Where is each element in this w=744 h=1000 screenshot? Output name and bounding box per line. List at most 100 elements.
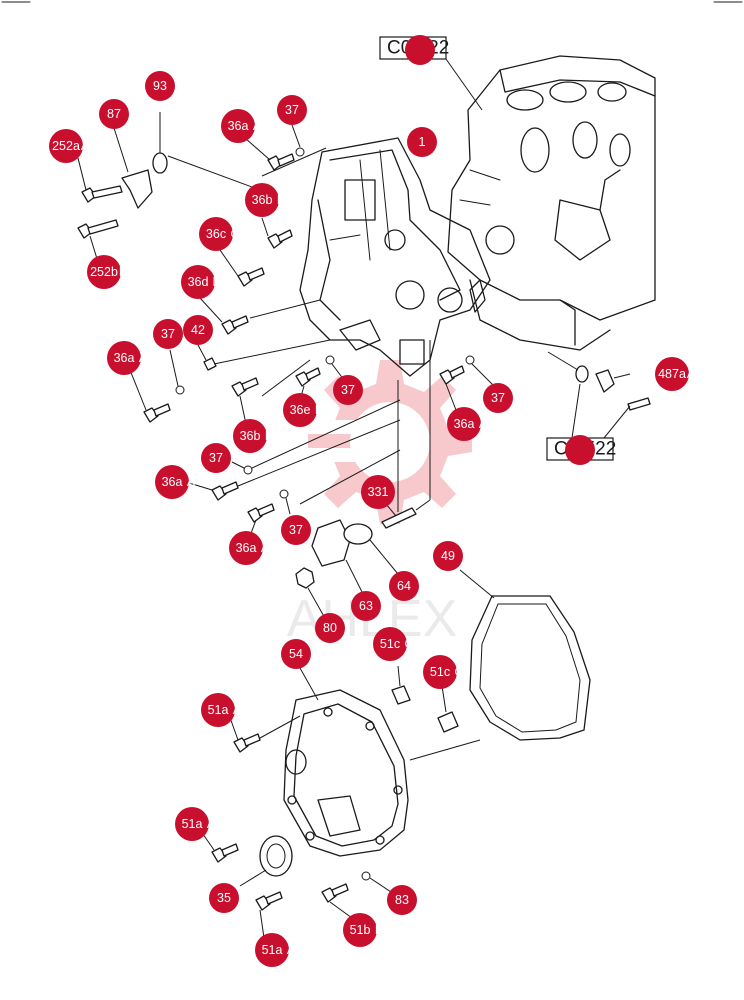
callout-37-b[interactable]: 37: [153, 319, 183, 349]
callout-badge: [277, 95, 307, 125]
callout-suffix: C: [230, 227, 239, 241]
callout-label: 331: [368, 485, 389, 499]
washer-37-right: [465, 355, 475, 365]
callout-badge: [343, 913, 377, 947]
bolt-36a-top: [267, 153, 295, 171]
callout-label: 87: [107, 107, 121, 121]
callout-badge: [387, 885, 417, 915]
callout-label: 51a: [182, 817, 203, 831]
callout-87[interactable]: 87: [99, 99, 129, 129]
callout-badge: [233, 419, 267, 453]
callout-badge: [183, 315, 213, 345]
cover-487a: [595, 369, 615, 393]
ref-badge-c0-522[interactable]: [565, 435, 595, 465]
pin-42: [203, 357, 217, 371]
callout-suffix: E: [315, 403, 323, 417]
bolt-51a-1: [233, 733, 261, 753]
callout-label: 37: [285, 103, 299, 117]
callout-suffix: A: [687, 367, 696, 381]
callout-suffix: C: [404, 637, 413, 651]
callout-label: 42: [191, 323, 205, 337]
callout-label: 36d: [188, 275, 209, 289]
callout-suffix: A: [81, 139, 90, 153]
callout-badge: [199, 217, 233, 251]
callout-83[interactable]: 83: [387, 885, 417, 915]
callout-badge: [361, 475, 395, 509]
callout-label: 51a: [262, 943, 283, 957]
callout-label: 37: [341, 383, 355, 397]
callout-54[interactable]: 54: [281, 639, 311, 669]
callout-badge: [283, 393, 317, 427]
callout-37-c[interactable]: 37: [333, 375, 363, 405]
callout-suffix: B: [277, 193, 285, 207]
callout-331[interactable]: 331: [361, 475, 395, 509]
bolt-487a: [627, 397, 651, 411]
callout-49[interactable]: 49: [433, 541, 463, 571]
callout-badge: [407, 127, 437, 157]
callout-37-a[interactable]: 37: [277, 95, 307, 125]
callout-label: 64: [397, 579, 411, 593]
callout-badge: [281, 515, 311, 545]
callout-badge: [315, 613, 345, 643]
bolt-36d: [221, 315, 249, 335]
callout-1[interactable]: 1: [407, 127, 437, 157]
callout-37-f[interactable]: 37: [281, 515, 311, 545]
callout-35[interactable]: 35: [209, 883, 239, 913]
callout-37-e[interactable]: 37: [201, 443, 231, 473]
callout-suffix: D: [212, 275, 221, 289]
callout-80[interactable]: 80: [315, 613, 345, 643]
bolt-51b: [321, 883, 349, 903]
callout-suffix: A: [253, 119, 262, 133]
callout-badge: [483, 383, 513, 413]
callout-suffix: B: [119, 265, 127, 279]
callout-42[interactable]: 42: [183, 315, 213, 345]
bolt-36b-mid: [231, 377, 259, 397]
bolt-252a: [81, 185, 123, 203]
callout-label: 63: [359, 599, 373, 613]
stud-51c-1: [391, 685, 411, 705]
callout-label: 51b: [350, 923, 371, 937]
callout-badge: [153, 319, 183, 349]
bolt-36c: [237, 267, 265, 287]
callout-37-d[interactable]: 37: [483, 383, 513, 413]
ref-badge-c0-122[interactable]: [405, 35, 435, 65]
callout-93[interactable]: 93: [145, 71, 175, 101]
washer-37-mid: [325, 355, 335, 365]
callout-badge: [423, 655, 457, 689]
callout-suffix: C: [454, 665, 463, 679]
callout-label: 80: [323, 621, 337, 635]
callout-badge: [245, 183, 279, 217]
callout-badge: [201, 443, 231, 473]
callout-prefix: 2: [65, 265, 72, 279]
callout-64[interactable]: 64: [389, 571, 419, 601]
callout-label: 36e: [290, 403, 311, 417]
callout-label: 37: [491, 391, 505, 405]
callout-badge: [447, 407, 481, 441]
callout-badge: [99, 99, 129, 129]
callout-label: 49: [441, 549, 455, 563]
callout-suffix: B: [265, 429, 273, 443]
callout-63[interactable]: 63: [351, 591, 381, 621]
bolt-36a-left: [143, 403, 171, 423]
callout-36eE[interactable]: 36e E: [283, 393, 323, 427]
callout-badge: [433, 541, 463, 571]
washer-37-left: [175, 385, 185, 395]
